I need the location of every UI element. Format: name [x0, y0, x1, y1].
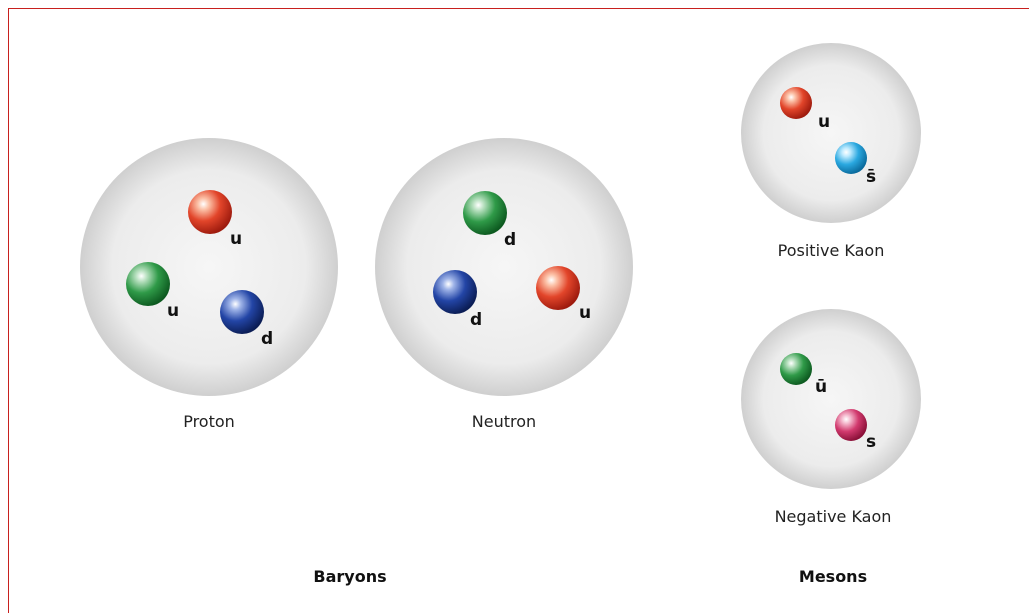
positive-kaon-quark-u-red [780, 87, 812, 119]
neutron-quark-label-1: d [504, 230, 516, 250]
proton-quark-d-blue [220, 290, 264, 334]
positive-kaon-sphere [741, 43, 921, 223]
negative-kaon-quark-label-2: s [866, 432, 876, 452]
mesons-label: Mesons [799, 567, 867, 586]
positive-kaon-quark-label-2: s̄ [866, 167, 876, 187]
positive-kaon-label: Positive Kaon [778, 241, 885, 260]
proton-quark-u-green [126, 262, 170, 306]
positive-kaon-quark-label-1: u [818, 112, 830, 132]
neutron-label: Neutron [472, 412, 536, 431]
proton-quark-label-2: u [167, 301, 179, 321]
negative-kaon-quark-ubar-green [780, 353, 812, 385]
proton-quark-u-red [188, 190, 232, 234]
proton-quark-label-1: u [230, 229, 242, 249]
baryons-label: Baryons [313, 567, 386, 586]
positive-kaon: u s̄ Positive Kaon [741, 43, 921, 260]
proton: u u d Proton [80, 138, 338, 431]
negative-kaon: ū s Negative Kaon [741, 309, 921, 526]
negative-kaon-sphere [741, 309, 921, 489]
negative-kaon-label: Negative Kaon [775, 507, 892, 526]
neutron-quark-label-3: u [579, 303, 591, 323]
neutron-sphere [375, 138, 633, 396]
proton-sphere [80, 138, 338, 396]
positive-kaon-quark-sbar-cyan [835, 142, 867, 174]
neutron-quark-label-2: d [470, 310, 482, 330]
neutron-quark-d-blue [433, 270, 477, 314]
neutron: d d u Neutron [375, 138, 633, 431]
negative-kaon-quark-label-1: ū [815, 377, 827, 397]
neutron-quark-u-red [536, 266, 580, 310]
negative-kaon-quark-s-pink [835, 409, 867, 441]
proton-label: Proton [183, 412, 235, 431]
neutron-quark-d-green [463, 191, 507, 235]
proton-quark-label-3: d [261, 329, 273, 349]
